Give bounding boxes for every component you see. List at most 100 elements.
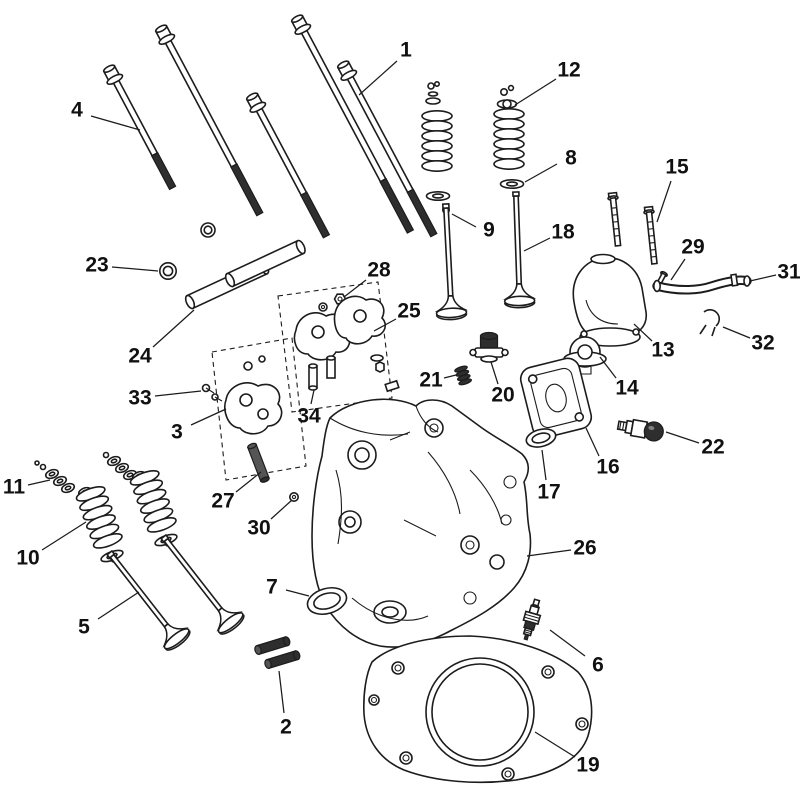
part-locating-pin [288, 491, 299, 502]
callout-leader-21 [443, 374, 457, 379]
part-side-cover-group [519, 357, 664, 448]
callout-label-joint-spring: 21 [419, 369, 443, 392]
callout-label-rocker-arm: 3 [171, 421, 183, 444]
part-rocker-arm [224, 382, 283, 435]
callout-leader-33 [154, 390, 202, 397]
part-rocker-stud [326, 355, 336, 379]
callout-label-spark-plug: 6 [592, 654, 604, 677]
callout-leader-26 [526, 549, 572, 557]
callout-label-exhaust-valve: 18 [551, 221, 575, 244]
part-flange-bolt [643, 205, 658, 265]
callout-leader-15 [656, 180, 672, 223]
callout-leader-5 [97, 591, 140, 620]
callout-leader-8 [524, 163, 558, 183]
callout-leader-7 [285, 589, 310, 597]
callout-leader-1 [358, 60, 398, 96]
part-small-key [384, 379, 400, 393]
part-intake-joint [469, 331, 509, 363]
callout-leader-18 [523, 237, 551, 252]
callout-leader-29 [670, 258, 686, 281]
part-dowel-pin [254, 636, 291, 656]
callout-label-cover-gasket: 17 [537, 481, 560, 504]
part-spark-plug [522, 598, 542, 641]
part-water-pipe [652, 273, 752, 295]
callout-label-locating-pin: 30 [247, 517, 270, 540]
callout-leader-16 [585, 427, 600, 457]
callout-label-rocker-arm-assembly: 25 [397, 300, 421, 323]
part-spring-seat-left [425, 191, 451, 201]
part-cover-gasket [525, 428, 557, 448]
callout-leader-14 [599, 356, 617, 379]
callout-label-pipe-clip: 32 [751, 332, 774, 355]
callout-label-rocker-shaft-ring: 23 [85, 254, 108, 277]
callout-leader-34 [310, 389, 315, 405]
callout-label-o-ring-seal: 7 [266, 576, 278, 599]
part-head-bolt [336, 60, 438, 238]
callout-leader-22 [665, 431, 700, 444]
callout-leader-3 [190, 408, 227, 426]
part-spring-seat-right [499, 179, 525, 189]
callout-label-flange-bolt: 15 [665, 156, 689, 179]
part-rocker-shafts [159, 222, 306, 310]
callout-label-thermostat-base-cover: 16 [596, 456, 619, 479]
callout-label-valve-spring-seat: 8 [565, 147, 577, 170]
part-head-stud-bolts [102, 14, 438, 239]
callout-label-rocker-stud: 34 [297, 405, 321, 428]
part-flange-bolt [607, 191, 622, 247]
callout-label-pipe-joint-bolt: 29 [681, 236, 704, 259]
part-thermostat-group [563, 191, 752, 375]
part-lower-valve-train [34, 451, 248, 655]
part-dowel-pin [264, 650, 301, 670]
callout-label-thermostat: 14 [615, 377, 639, 400]
callout-label-valve-spring: 10 [16, 547, 39, 570]
callout-leader-2 [278, 670, 285, 714]
callout-label-rocker-arm-shaft: 24 [128, 345, 152, 368]
callout-leader-6 [549, 629, 586, 657]
part-intake-joint-group [454, 331, 509, 386]
part-seals-and-plug [254, 586, 542, 670]
callout-label-temperature-sensor: 22 [701, 436, 724, 459]
callout-leader-19 [534, 731, 576, 758]
part-head-bolt [245, 92, 331, 239]
callout-leader-30 [270, 499, 293, 520]
callout-layer: 1234567891011121314151617181920212223242… [3, 39, 800, 777]
callout-leader-10 [41, 521, 87, 551]
callout-leader-13 [633, 323, 653, 342]
callout-label-thermostat-cover: 13 [651, 339, 674, 362]
callout-label-valve-adjusting-screw: 33 [128, 387, 151, 410]
callout-leader-23 [111, 266, 159, 272]
callout-label-valve-cotter: 12 [557, 59, 580, 82]
part-rocker-cluster-left [201, 337, 307, 502]
callout-label-intake-pipe-joint: 20 [491, 384, 514, 407]
callout-leader-24 [152, 309, 195, 348]
callout-leader-25 [373, 318, 397, 332]
part-rocker-shaft [224, 239, 306, 288]
part-temperature-sensor [616, 418, 664, 442]
callout-leader-20 [490, 361, 499, 385]
callout-label-intake-valve: 5 [78, 616, 90, 639]
callout-label-cylinder-head-stud-bolt-short: 4 [71, 99, 83, 122]
callout-label-water-outlet-pipe: 31 [777, 261, 800, 284]
callout-leader-28 [343, 279, 367, 298]
callout-label-valve-spring-retainer-set: 11 [3, 476, 26, 499]
part-o-ring [306, 586, 348, 616]
callout-leader-31 [749, 274, 777, 282]
callout-label-valve-keeper: 9 [483, 219, 495, 242]
callout-leader-9 [451, 213, 477, 228]
part-base-cover [519, 357, 593, 439]
part-head-bolt [154, 24, 264, 217]
callout-leader-32 [722, 326, 751, 339]
part-cylinder-head [311, 398, 532, 648]
callout-label-cylinder-head-gasket: 19 [576, 754, 599, 777]
callout-leader-12 [514, 78, 557, 106]
callout-leader-11 [27, 479, 51, 486]
callout-leader-27 [235, 471, 262, 493]
callout-label-adjusting-nut: 28 [367, 259, 391, 282]
callout-label-dowel-pin: 2 [280, 716, 292, 739]
callout-label-rocker-shaft-pin: 27 [211, 490, 234, 513]
part-head-gasket [363, 635, 593, 784]
callout-leader-4 [90, 115, 141, 131]
part-pipe-clip [699, 309, 720, 337]
